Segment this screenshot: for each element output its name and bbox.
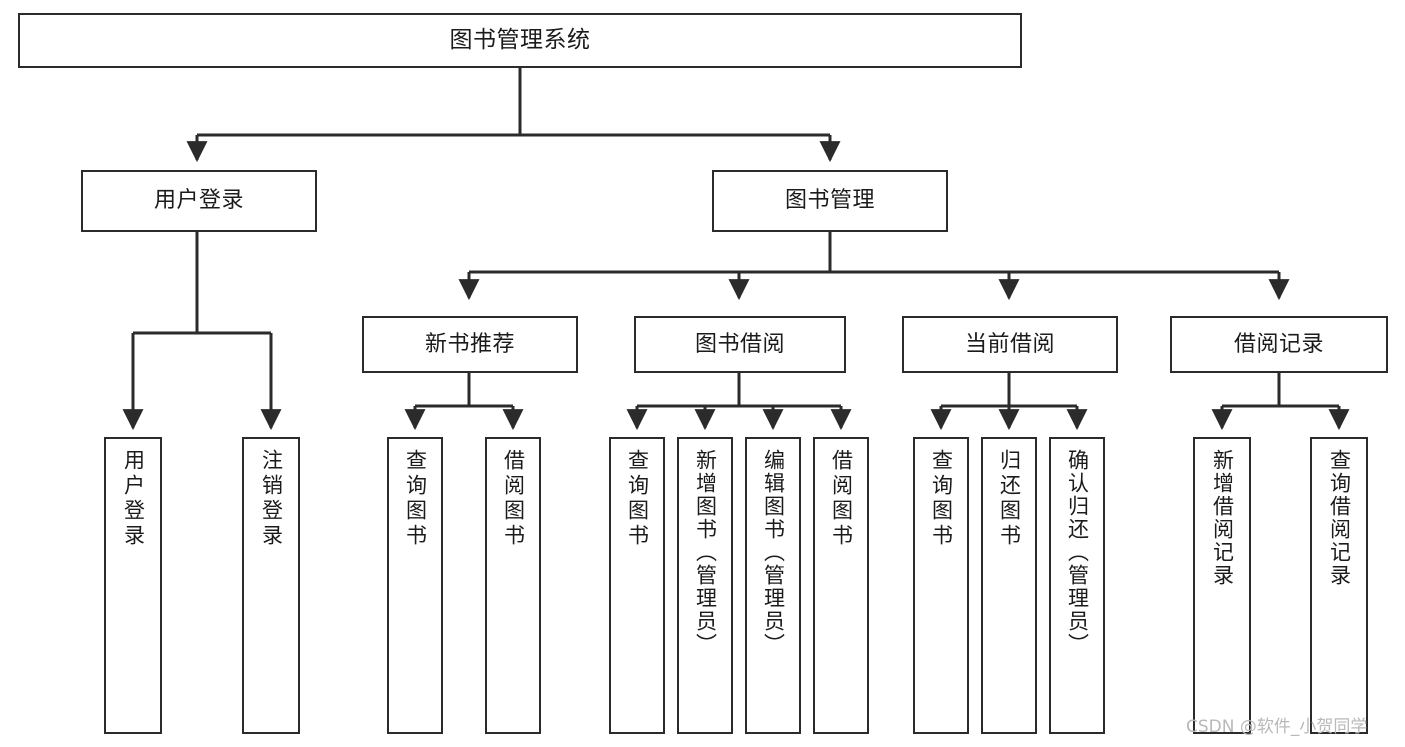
node-label: 查询图书 xyxy=(403,449,428,549)
node-leaf-query-book-recommend[interactable]: 查询图书 xyxy=(387,437,443,734)
node-label: 图书借阅 xyxy=(694,331,785,357)
node-current-borrow[interactable]: 当前借阅 xyxy=(902,316,1118,373)
node-label: 查询图书 xyxy=(929,449,954,549)
node-leaf-query-book-current[interactable]: 查询图书 xyxy=(913,437,969,734)
csdn-watermark: CSDN @软件_小贺同学 xyxy=(1186,717,1368,737)
node-label: 用户登录 xyxy=(121,449,146,549)
node-leaf-borrow-book-recommend[interactable]: 借阅图书 xyxy=(485,437,541,734)
node-leaf-user-login[interactable]: 用户登录 xyxy=(104,437,162,734)
node-leaf-edit-book-admin[interactable]: 编辑图书（管理员） xyxy=(745,437,801,734)
node-leaf-query-borrow-record[interactable]: 查询借阅记录 xyxy=(1310,437,1368,734)
node-label: 确认归还（管理员） xyxy=(1065,449,1090,656)
node-book-management[interactable]: 图书管理 xyxy=(712,170,948,232)
node-leaf-add-borrow-record[interactable]: 新增借阅记录 xyxy=(1193,437,1251,734)
node-label: 借阅记录 xyxy=(1233,331,1324,357)
node-leaf-add-book-admin[interactable]: 新增图书（管理员） xyxy=(677,437,733,734)
node-label: 新增图书（管理员） xyxy=(693,449,718,656)
node-label: 图书管理系统 xyxy=(449,26,591,53)
node-label: 用户登录 xyxy=(153,188,244,214)
node-leaf-user-logout[interactable]: 注销登录 xyxy=(242,437,300,734)
node-leaf-borrow-book[interactable]: 借阅图书 xyxy=(813,437,869,734)
node-borrow-record[interactable]: 借阅记录 xyxy=(1170,316,1388,373)
node-label: 归还图书 xyxy=(997,449,1022,549)
node-label: 编辑图书（管理员） xyxy=(761,449,786,656)
node-label: 查询图书 xyxy=(625,449,650,549)
node-book-borrow[interactable]: 图书借阅 xyxy=(634,316,846,373)
node-label: 新书推荐 xyxy=(424,331,515,357)
node-label: 注销登录 xyxy=(259,449,284,549)
node-user-login[interactable]: 用户登录 xyxy=(81,170,317,232)
node-label: 借阅图书 xyxy=(829,449,854,549)
node-leaf-query-book-borrow[interactable]: 查询图书 xyxy=(609,437,665,734)
node-label: 借阅图书 xyxy=(501,449,526,549)
node-new-book-recommendation[interactable]: 新书推荐 xyxy=(362,316,578,373)
node-label: 当前借阅 xyxy=(964,331,1055,357)
node-label: 新增借阅记录 xyxy=(1210,449,1235,587)
node-root-book-management-system[interactable]: 图书管理系统 xyxy=(18,13,1022,68)
node-label: 查询借阅记录 xyxy=(1327,449,1352,587)
node-label: 图书管理 xyxy=(784,188,875,214)
node-leaf-confirm-return-admin[interactable]: 确认归还（管理员） xyxy=(1049,437,1105,734)
node-leaf-return-book[interactable]: 归还图书 xyxy=(981,437,1037,734)
